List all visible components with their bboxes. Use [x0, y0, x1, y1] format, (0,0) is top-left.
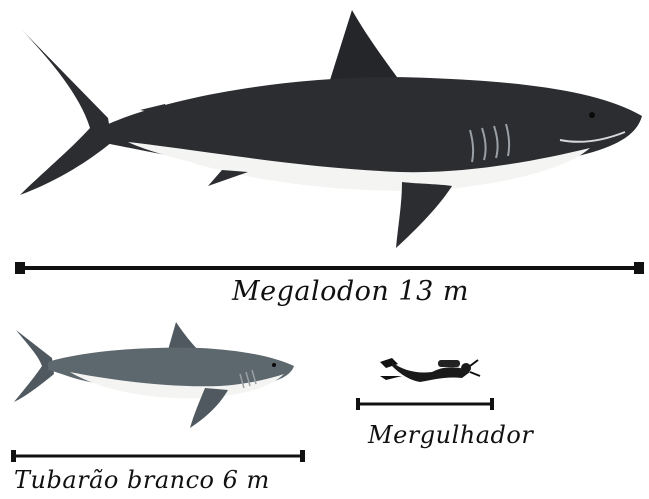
white-shark-scale-bar	[11, 450, 305, 462]
diver-label: Mergulhador	[368, 421, 533, 449]
diver-scale-bar	[356, 398, 494, 410]
diver-icon	[380, 358, 480, 382]
white-shark-label: Tubarão branco 6 m	[14, 466, 270, 494]
megalodon-scale-bar	[15, 262, 644, 274]
white-shark-icon	[14, 322, 294, 428]
megalodon-shark-icon	[20, 10, 642, 248]
megalodon-label: Megalodon 13 m	[232, 276, 469, 307]
